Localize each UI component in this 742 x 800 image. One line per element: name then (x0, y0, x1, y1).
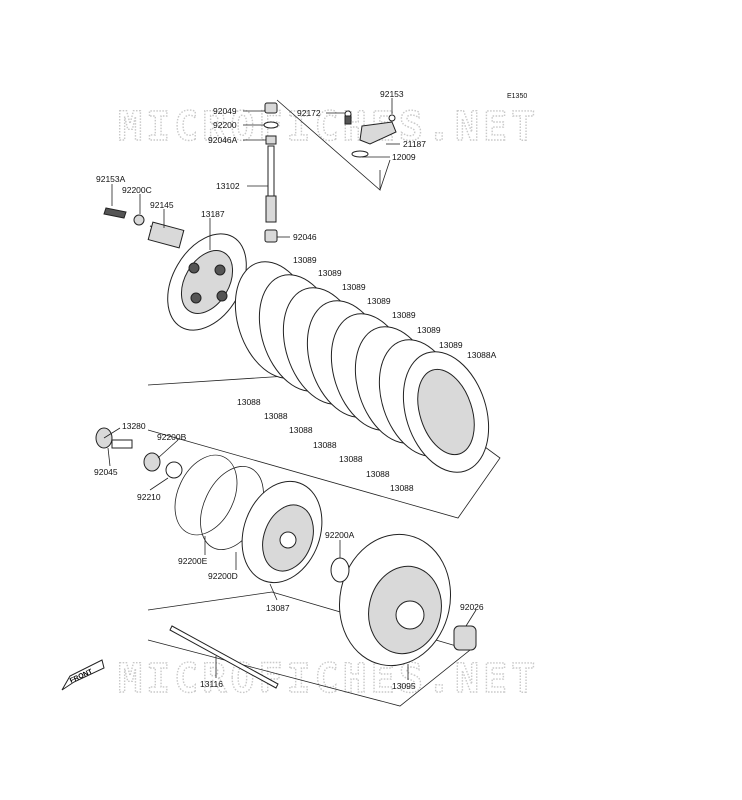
part-label-92200a[interactable]: 92200A (325, 530, 355, 540)
spring-bolt-assembly (103, 207, 185, 249)
part-label-92200b[interactable]: 92200B (157, 432, 187, 442)
diagram-code: E1350 (507, 93, 528, 100)
part-label-92153a[interactable]: 92153A (96, 174, 126, 184)
part-label-13087[interactable]: 13087 (266, 603, 290, 613)
part-label-13088-2[interactable]: 13088 (264, 411, 288, 421)
part-label-13088-5[interactable]: 13088 (339, 454, 363, 464)
release-lever (276, 99, 397, 191)
watermark-bottom: MICROFICHES.NET (118, 656, 539, 702)
part-label-13088a[interactable]: 13088A (467, 350, 497, 360)
part-label-13088-4[interactable]: 13088 (313, 440, 337, 450)
part-label-13089-6[interactable]: 13089 (417, 325, 441, 335)
part-label-12009[interactable]: 12009 (392, 152, 416, 162)
part-label-92145[interactable]: 92145 (150, 200, 174, 210)
part-label-92200d[interactable]: 92200D (208, 571, 238, 581)
part-label-92153[interactable]: 92153 (380, 89, 404, 99)
clutch-hub (241, 480, 323, 584)
part-label-13095[interactable]: 13095 (392, 681, 416, 691)
output-shaft (169, 625, 279, 689)
part-label-92200c[interactable]: 92200C (122, 185, 152, 195)
part-label-13088-6[interactable]: 13088 (366, 469, 390, 479)
part-label-92046[interactable]: 92046 (293, 232, 317, 242)
part-label-92049[interactable]: 92049 (213, 106, 237, 116)
part-label-92026[interactable]: 92026 (460, 602, 484, 612)
part-label-13089-1[interactable]: 13089 (293, 255, 317, 265)
part-label-13187[interactable]: 13187 (201, 209, 225, 219)
part-label-92046a[interactable]: 92046A (208, 135, 238, 145)
part-label-92200[interactable]: 92200 (213, 120, 237, 130)
part-label-13088-7[interactable]: 13088 (390, 483, 414, 493)
part-label-92200e[interactable]: 92200E (178, 556, 208, 566)
part-label-92172[interactable]: 92172 (297, 108, 321, 118)
part-label-21187[interactable]: 21187 (403, 139, 427, 149)
part-label-13089-4[interactable]: 13089 (367, 296, 391, 306)
part-label-13089-5[interactable]: 13089 (392, 310, 416, 320)
front-arrow-icon: FRONT (61, 659, 105, 691)
part-label-92045[interactable]: 92045 (94, 467, 118, 477)
push-rod-assembly (263, 102, 279, 243)
part-label-13102[interactable]: 13102 (216, 181, 240, 191)
part-label-13088-3[interactable]: 13088 (289, 425, 313, 435)
part-label-13089-2[interactable]: 13089 (318, 268, 342, 278)
part-label-13116[interactable]: 13116 (200, 679, 224, 689)
part-label-13088-1[interactable]: 13088 (237, 397, 261, 407)
part-label-92210[interactable]: 92210 (137, 492, 161, 502)
watermark-top: MICROFICHES.NET (118, 104, 539, 150)
clutch-plates (234, 261, 490, 473)
pressure-plate (167, 233, 247, 331)
clutch-housing (330, 533, 477, 667)
leader-lines (103, 98, 477, 680)
part-label-13089-7[interactable]: 13089 (439, 340, 463, 350)
part-label-13089-3[interactable]: 13089 (342, 282, 366, 292)
part-label-13280[interactable]: 13280 (122, 421, 146, 431)
